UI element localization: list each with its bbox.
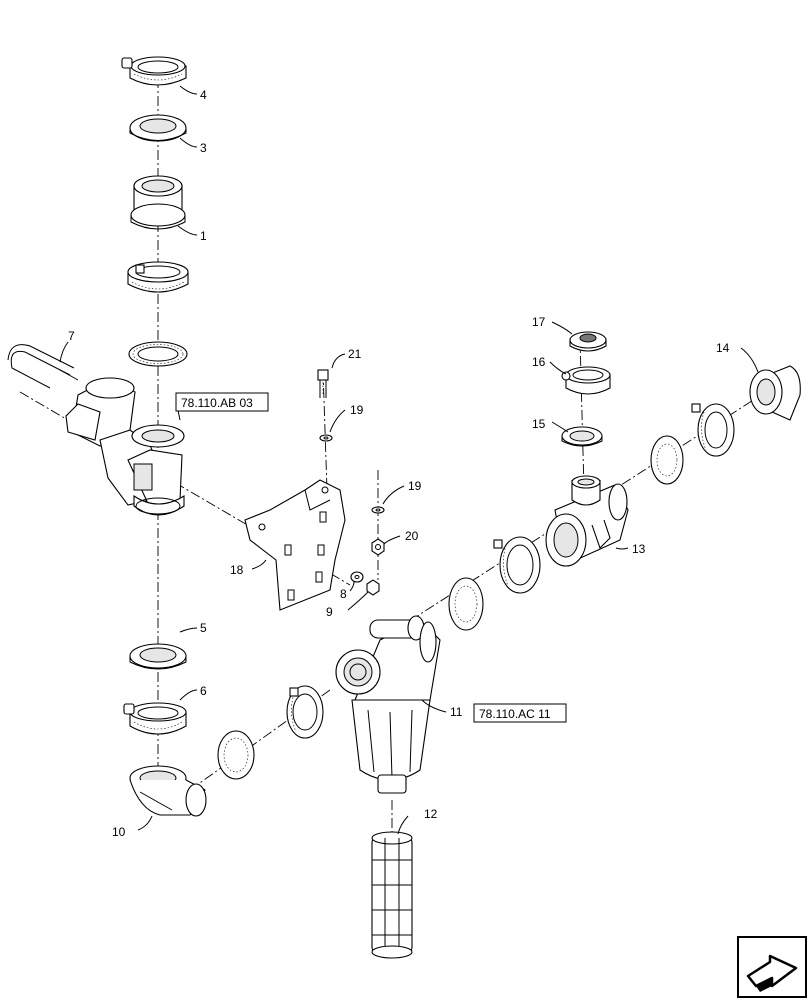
part-15-gasket	[561, 426, 603, 447]
callout-11: 11	[450, 705, 463, 719]
callout-12: 12	[424, 807, 438, 821]
part-1-flange-adapter	[130, 175, 186, 230]
callout-21: 21	[348, 347, 362, 361]
part-10-elbow	[129, 765, 207, 817]
callout-17: 17	[532, 315, 546, 329]
callout-1: 1	[200, 229, 207, 243]
part-3-gasket	[129, 114, 187, 142]
callout-19a: 19	[350, 403, 364, 417]
reference-ab03-label: 78.110.AB 03	[181, 396, 253, 410]
upper-clamp	[127, 261, 189, 293]
callout-16: 16	[532, 355, 546, 369]
part-16-clamp	[561, 366, 611, 395]
callout-20: 20	[405, 529, 419, 543]
part-6-clamp	[123, 702, 187, 735]
part-19-washer-b	[371, 506, 385, 514]
part-13-tee	[545, 475, 629, 567]
part-17-cap	[569, 331, 607, 352]
part-12-filter-screen	[371, 831, 413, 959]
callout-7: 7	[68, 329, 75, 343]
part-5-gasket	[129, 643, 187, 670]
callout-15: 15	[532, 417, 546, 431]
reference-ac11[interactable]: 78.110.AC 11	[473, 703, 567, 723]
next-page-arrow-icon[interactable]	[737, 936, 807, 998]
part-8-washer	[350, 571, 364, 583]
callout-leaders	[59, 85, 759, 835]
callout-4: 4	[200, 88, 207, 102]
part-2-valve	[65, 377, 185, 516]
mid-gasket	[448, 577, 484, 631]
upper-gasket	[128, 341, 188, 367]
part-20-nut	[371, 538, 385, 556]
callout-9: 9	[326, 605, 333, 619]
right-gasket	[650, 435, 684, 485]
callout-3: 3	[200, 141, 207, 155]
lower-clamp	[286, 685, 324, 739]
part-4-clamp	[121, 56, 187, 86]
reference-ab03[interactable]: 78.110.AB 03	[175, 392, 269, 412]
callout-13: 13	[632, 542, 646, 556]
reference-ac11-label: 78.110.AC 11	[479, 707, 551, 721]
callout-labels: 4 3 1 7 2 21 19 19 20 18 8 9 5 6 10 11 1…	[68, 88, 730, 839]
part-19-washer-a	[319, 434, 333, 442]
part-9-nut	[366, 579, 380, 596]
part-21-bolt	[317, 369, 329, 398]
callout-8: 8	[340, 587, 347, 601]
callout-5: 5	[200, 621, 207, 635]
part-7-u-bolt	[7, 344, 79, 389]
callout-19b: 19	[408, 479, 422, 493]
lower-gasket	[217, 730, 255, 780]
callout-10: 10	[112, 825, 126, 839]
mid-clamp	[493, 536, 541, 594]
callout-18: 18	[230, 563, 244, 577]
callout-6: 6	[200, 684, 207, 698]
right-clamp	[691, 403, 735, 457]
part-14-elbow	[749, 365, 801, 421]
part-18-bracket	[244, 479, 346, 611]
part-11-filter	[335, 615, 441, 794]
callout-14: 14	[716, 341, 730, 355]
